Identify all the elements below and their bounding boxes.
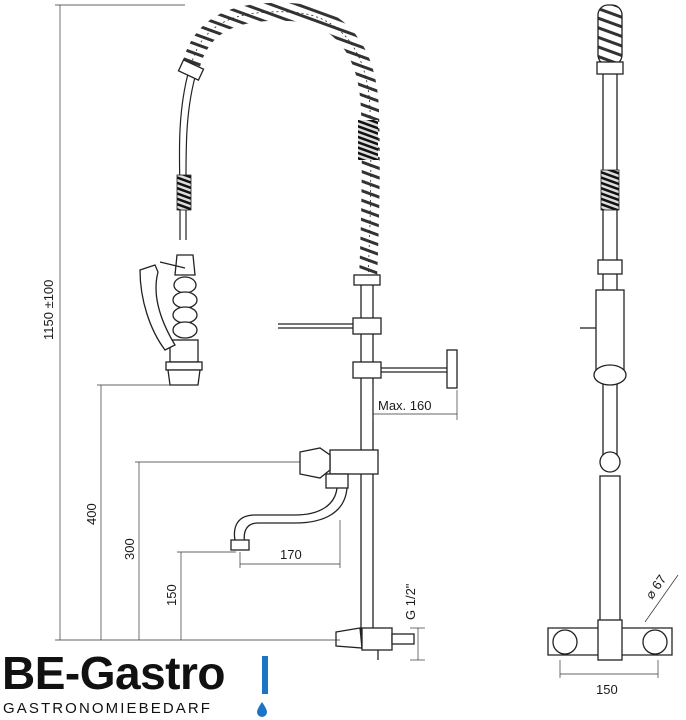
spring-coil bbox=[181, 2, 380, 281]
hose bbox=[185, 69, 198, 240]
brand-accent-bar bbox=[262, 656, 268, 694]
dim-thread: G 1/2" bbox=[403, 583, 418, 620]
dim-height-300: 300 bbox=[122, 538, 137, 560]
dim-height-400: 400 bbox=[84, 503, 99, 525]
brand-tagline: GASTRONOMIEBEDARF bbox=[3, 700, 213, 717]
water-drop-icon bbox=[257, 702, 267, 717]
side-view bbox=[547, 4, 673, 661]
dim-diameter: ⌀ 67 bbox=[642, 572, 669, 602]
dim-arm-max: Max. 160 bbox=[378, 398, 431, 413]
dim-spacing-150: 150 bbox=[596, 682, 618, 697]
trigger-lever bbox=[139, 264, 176, 351]
dim-total-height: 1150 ±100 bbox=[41, 280, 56, 340]
dim-height-150: 150 bbox=[164, 584, 179, 606]
dimension-lines bbox=[55, 4, 458, 661]
side-dimension-lines bbox=[559, 574, 679, 678]
dim-spout-170: 170 bbox=[280, 547, 302, 562]
brand-name: BE-Gastro bbox=[2, 647, 225, 699]
front-view bbox=[139, 2, 458, 660]
